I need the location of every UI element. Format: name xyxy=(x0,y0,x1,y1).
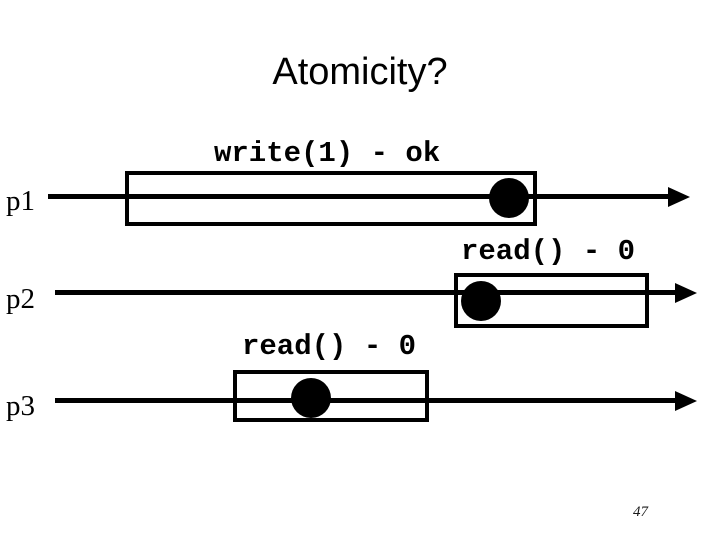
process-label-p3: p3 xyxy=(6,390,35,422)
timeline-p1 xyxy=(48,194,670,199)
linearization-point-dot-p3 xyxy=(291,378,331,418)
operation-box-p1 xyxy=(125,171,537,226)
process-label-p1: p1 xyxy=(6,185,35,217)
operation-label-p1: write(1) - ok xyxy=(214,137,441,170)
arrowhead-icon-p3 xyxy=(675,391,697,411)
timeline-p3 xyxy=(55,398,677,403)
arrowhead-icon-p2 xyxy=(675,283,697,303)
timeline-p2 xyxy=(55,290,677,295)
operation-label-p2: read() - 0 xyxy=(461,235,636,268)
operation-box-p2 xyxy=(454,273,649,328)
arrowhead-icon-p1 xyxy=(668,187,690,207)
process-label-p2: p2 xyxy=(6,283,35,315)
page-number: 47 xyxy=(633,504,648,520)
linearization-point-dot-p1 xyxy=(489,178,529,218)
linearization-point-dot-p2 xyxy=(461,281,501,321)
operation-label-p3: read() - 0 xyxy=(242,330,417,363)
operation-box-p3 xyxy=(233,370,429,422)
slide-title: Atomicity? xyxy=(272,51,448,93)
